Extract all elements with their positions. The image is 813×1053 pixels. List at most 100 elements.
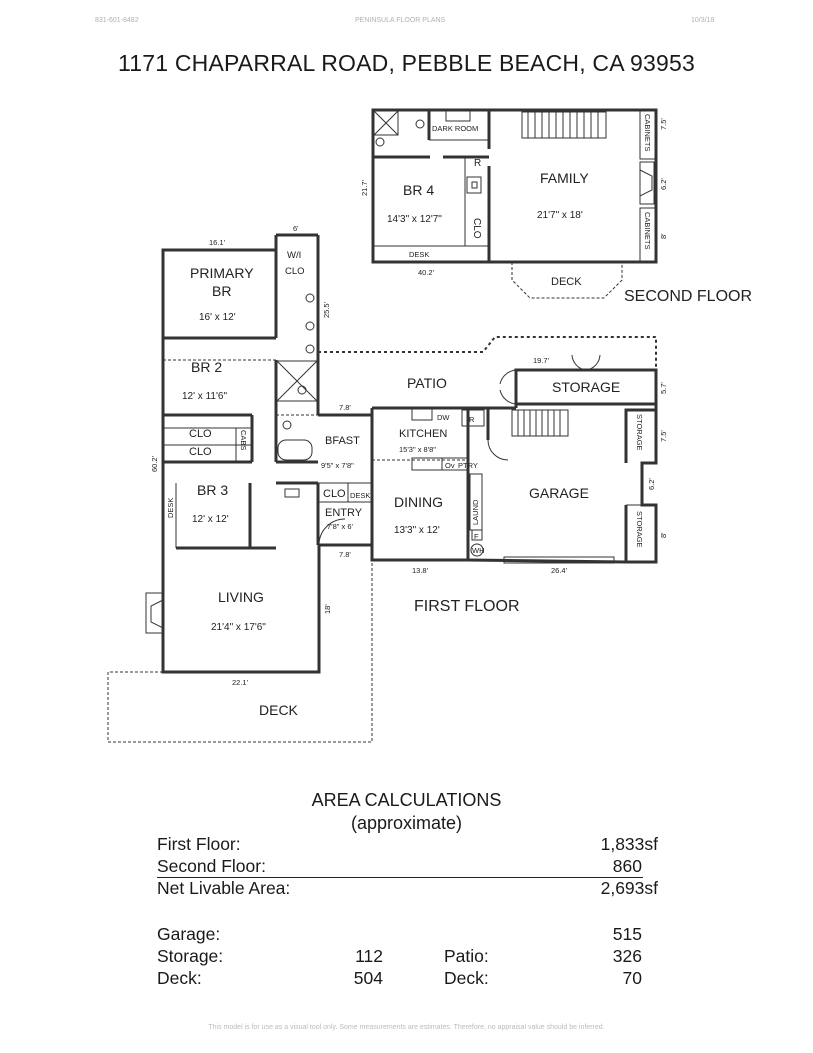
deck-area-value: 504 — [353, 968, 383, 988]
first-floor-label: FIRST FLOOR — [414, 598, 520, 615]
dim-garage-right-1: 7.5' — [659, 430, 668, 442]
second-floor-right-dim-top: 7.5' — [659, 118, 668, 130]
cabinets-bottom-label: CABINETS — [643, 212, 652, 250]
br3-label: BR 3 — [197, 482, 228, 498]
deck-area-label: Deck: — [157, 968, 202, 988]
second-floor-r-label: R — [474, 158, 481, 169]
dim-entry-bottom: 7.8' — [339, 550, 351, 559]
closet-label-2: CLO — [189, 446, 212, 458]
entry-closet-label: CLO — [323, 488, 346, 500]
header-date: 10/3/18 — [691, 17, 715, 24]
dim-left-side: 60.2' — [150, 455, 159, 472]
dim-bfast-top: 7.8' — [339, 403, 351, 412]
living-label: LIVING — [218, 589, 264, 605]
family-label: FAMILY — [540, 170, 589, 186]
dim-living-bottom: 22.1' — [232, 678, 249, 687]
first-floor-plan: W/I CLO PRIMARY BR 16' x 12' BR 2 12' x … — [107, 224, 668, 743]
second-floor-right-dim-mid: 6.2' — [659, 178, 668, 190]
second-floor-area-value: 860 — [612, 856, 642, 876]
bfast-dims: 9'5" x 7'8" — [321, 461, 354, 470]
br2-dims: 12' x 11'6" — [182, 391, 227, 402]
area-subheading: (approximate) — [350, 813, 463, 833]
net-livable-area-label: Net Livable Area: — [157, 878, 291, 898]
top-storage-label: STORAGE — [552, 379, 620, 395]
br4-dims: 14'3" x 12'7" — [387, 214, 442, 225]
dining-label: DINING — [394, 494, 443, 510]
furnace-label: F — [474, 532, 479, 541]
second-floor-height-dim: 21.7' — [360, 179, 369, 196]
garage-door — [503, 556, 615, 564]
dim-garage-right-2: 6.2' — [647, 478, 656, 490]
br4-closet-label: CLO — [471, 218, 482, 239]
dim-storage-top: 19.7' — [533, 356, 550, 365]
kitchen-label: KITCHEN — [399, 428, 447, 440]
entry-dims: 7'8" x 6' — [327, 522, 354, 531]
living-dims: 21'4" x 17'6" — [211, 622, 266, 633]
walkin-closet-label-1: W/I — [287, 250, 301, 261]
subtotal-rule — [157, 877, 643, 878]
second-floor-label: SECOND FLOOR — [624, 288, 752, 305]
walkin-closet-label-2: CLO — [285, 266, 305, 277]
cabinets-top-label: CABINETS — [643, 114, 652, 152]
patio-area-label: Patio: — [444, 946, 489, 966]
primary-br-label-1: PRIMARY — [190, 265, 254, 281]
br3-desk-label: DESK — [166, 498, 175, 518]
family-dims: 21'7" x 18' — [537, 210, 583, 221]
br2-label: BR 2 — [191, 359, 222, 375]
kitchen-dims: 15'3" x 8'8" — [399, 445, 436, 454]
second-floor-outline — [371, 108, 658, 264]
storage-area-label: Storage: — [157, 946, 224, 966]
pantry-label: PTRY — [458, 461, 478, 470]
first-floor-area-label: First Floor: — [157, 834, 241, 854]
area-heading: AREA CALCULATIONS — [311, 790, 502, 810]
dim-right-bath: 25.5' — [322, 301, 331, 318]
first-floor-deck-label: DECK — [259, 702, 299, 718]
cabs-label: CABS — [239, 430, 248, 450]
dark-room-label: DARK ROOM — [432, 124, 478, 133]
patio-label: PATIO — [407, 375, 447, 391]
deck2-area-value: 70 — [622, 968, 642, 988]
laundry-label: LAUND — [471, 499, 480, 525]
floor-plan: DARK ROOM BR 4 14'3" x 12'7" FAMILY 21'7… — [107, 108, 752, 743]
br3-dims: 12' x 12' — [192, 514, 229, 525]
garage-area-label: Garage: — [157, 924, 221, 944]
net-livable-area-value: 2,693sf — [600, 878, 658, 898]
first-floor-area-value: 1,833sf — [600, 834, 658, 854]
dim-top-left: 16.1' — [209, 238, 226, 247]
garage-storage-label-1: STORAGE — [635, 414, 644, 451]
garage-area-value: 515 — [612, 924, 642, 944]
second-floor-right-dim-bottom: 8' — [659, 233, 668, 239]
dim-living-right: 18' — [323, 604, 332, 614]
dim-storage-right: 5.7' — [659, 382, 668, 394]
second-floor-deck-label: DECK — [551, 276, 582, 288]
second-floor-area-label: Second Floor: — [157, 856, 266, 876]
header-company: PENINSULA FLOOR PLANS — [355, 17, 446, 24]
entry-desk-label: DESK — [350, 491, 370, 500]
dim-dining-bottom: 13.8' — [412, 566, 429, 575]
dishwasher-label: DW — [437, 413, 450, 422]
second-floor-width-dim: 40.2' — [418, 268, 435, 277]
bfast-label: BFAST — [325, 435, 360, 447]
entry-label: ENTRY — [325, 507, 363, 519]
primary-br-dims: 16' x 12' — [199, 312, 236, 323]
disclaimer: This model is for use as a visual tool o… — [208, 1024, 605, 1031]
br4-label: BR 4 — [403, 182, 434, 198]
dim-garage-bottom: 26.4' — [551, 566, 568, 575]
primary-br-label-2: BR — [212, 283, 231, 299]
water-heater-label: WH — [472, 546, 485, 555]
dim-garage-right-3: 8' — [659, 532, 668, 538]
dining-dims: 13'3" x 12' — [394, 525, 440, 536]
header-phone: 831-601-8482 — [95, 17, 139, 24]
first-floor-deck-outline — [107, 560, 373, 743]
closet-label-1: CLO — [189, 428, 212, 440]
dim-walkin: 6' — [293, 224, 299, 233]
patio-area-value: 326 — [612, 946, 642, 966]
deck2-area-label: Deck: — [444, 968, 489, 988]
patio-outline — [318, 336, 657, 370]
second-floor-deck-outline — [511, 262, 623, 299]
refrigerator-label: R — [469, 415, 475, 424]
second-floor-plan: DARK ROOM BR 4 14'3" x 12'7" FAMILY 21'7… — [360, 108, 752, 305]
page-title: 1171 CHAPARRAL ROAD, PEBBLE BEACH, CA 93… — [117, 50, 696, 76]
garage-storage-label-2: STORAGE — [635, 511, 644, 548]
oven-label: Ov — [445, 461, 455, 470]
